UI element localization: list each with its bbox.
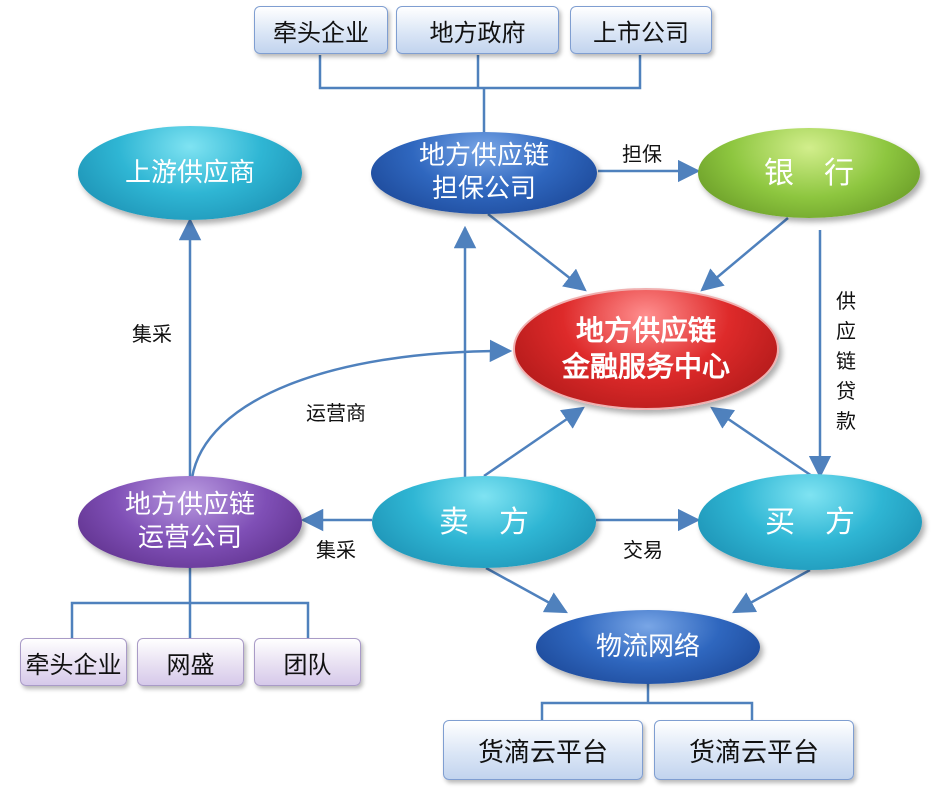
tree-top-connector: [318, 55, 642, 132]
node-center-line1: 地方供应链: [575, 314, 716, 347]
node-operator-line1: 地方供应链: [124, 490, 255, 520]
edge-buyer-to-logistics: [732, 568, 811, 614]
node-seller: 卖 方: [372, 476, 596, 568]
node-upstream-label: 上游供应商: [124, 157, 255, 188]
edge-label-trade: 交易: [623, 538, 663, 562]
top-box-listed-company: 上市公司: [570, 6, 712, 54]
node-buyer-label: 买 方: [765, 504, 855, 540]
edge-operator-to-center: [190, 339, 513, 479]
node-operator-line2: 运营公司: [137, 523, 242, 553]
node-bank: 银 行: [698, 128, 920, 218]
node-bank-label: 银 行: [764, 155, 854, 191]
node-guarantee-line1: 地方供应链: [418, 141, 549, 171]
top-box-local-government: 地方政府: [396, 6, 559, 54]
edge-label-supply-chain-loan: 供应链贷款: [836, 289, 856, 433]
node-upstream-supplier: 上游供应商: [78, 126, 302, 220]
edge-label-operator: 运营商: [306, 401, 366, 425]
bottom-box-team: 团队: [254, 638, 361, 686]
bottom-box-lead-enterprise: 牵头企业: [20, 638, 127, 686]
bottom-box-huodi-cloud-1: 货滴云平台: [443, 720, 643, 780]
node-guarantee-company: 地方供应链 担保公司: [371, 132, 597, 214]
edge-guarantee-to-center: [487, 213, 587, 292]
edge-label-collective-purchase-top: 集采: [132, 322, 172, 346]
edge-label-guarantee: 担保: [622, 142, 662, 166]
bottom-box-wangsheng: 网盛: [137, 638, 244, 686]
tree-bottom-right-connector: [540, 682, 754, 720]
node-logistics-label: 物流网络: [595, 631, 700, 662]
edge-buyer-to-center: [710, 406, 813, 478]
node-logistics-network: 物流网络: [536, 610, 760, 684]
tree-bottom-left-connector: [70, 566, 310, 638]
edge-seller-to-center: [483, 406, 585, 478]
top-box-lead-enterprise: 牵头企业: [254, 6, 388, 54]
node-buyer: 买 方: [698, 474, 922, 570]
node-finance-service-center: 地方供应链 金融服务中心: [513, 288, 779, 410]
node-center-line2: 金融服务中心: [561, 350, 730, 383]
bottom-box-huodi-cloud-2: 货滴云平台: [654, 720, 854, 780]
edge-seller-to-logistics: [485, 566, 568, 614]
edge-bank-to-center: [700, 217, 789, 292]
node-guarantee-line2: 担保公司: [431, 174, 536, 204]
node-operating-company: 地方供应链 运营公司: [78, 476, 302, 568]
node-seller-label: 卖 方: [439, 504, 529, 540]
edge-label-collective-purchase-bottom: 集采: [316, 538, 356, 562]
